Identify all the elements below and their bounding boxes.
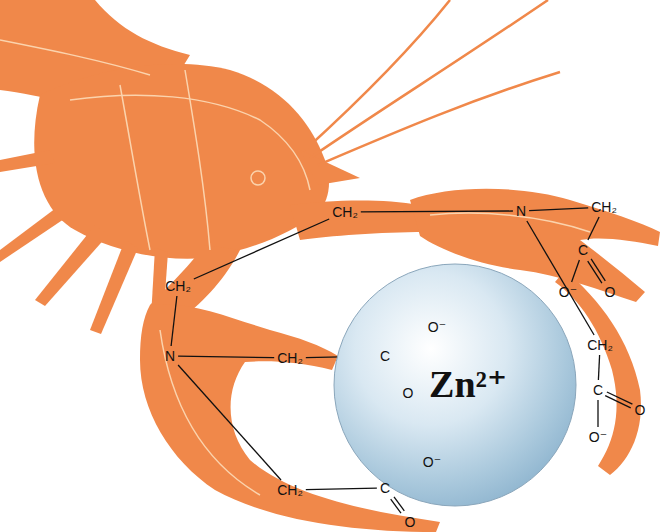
atom-label: O⁻ <box>428 320 446 334</box>
bond-line <box>178 365 281 480</box>
atom-label: CH₂ <box>332 205 358 219</box>
atom-label: C <box>578 243 588 257</box>
ion-sphere: Zn²⁺ <box>333 263 577 507</box>
atom-label: C <box>380 349 390 363</box>
atom-label: O <box>635 403 646 417</box>
bond-line <box>598 355 599 380</box>
bond-line <box>306 488 377 490</box>
bond-line <box>194 219 329 279</box>
bond-line <box>391 499 401 513</box>
atom-label: O⁻ <box>423 455 441 469</box>
atom-label: N <box>165 349 175 363</box>
bond-line <box>394 497 404 511</box>
bond-line <box>361 210 513 212</box>
atom-label: C <box>593 383 603 397</box>
atom-label: C <box>380 481 390 495</box>
bond-line <box>178 356 274 358</box>
bond-line <box>588 217 599 240</box>
atom-label: CH₂ <box>165 279 191 293</box>
atom-label: O <box>605 285 616 299</box>
bond-line <box>591 259 605 281</box>
bond-line <box>607 392 633 404</box>
atom-label: O⁻ <box>559 285 577 299</box>
atom-label: CH₂ <box>277 483 303 497</box>
atom-label: CH₂ <box>591 200 617 214</box>
ion-label: Zn²⁺ <box>429 365 507 403</box>
atom-label: N <box>516 204 526 218</box>
atom-label: CH₂ <box>587 338 613 352</box>
atom-label: O <box>403 386 414 400</box>
bond-line <box>529 208 588 211</box>
atom-label: CH₂ <box>277 351 303 365</box>
bond-line <box>597 400 598 427</box>
bond-line <box>572 260 580 282</box>
atom-label: O⁻ <box>589 430 607 444</box>
atom-label: O <box>405 515 416 529</box>
bond-line <box>171 296 177 346</box>
